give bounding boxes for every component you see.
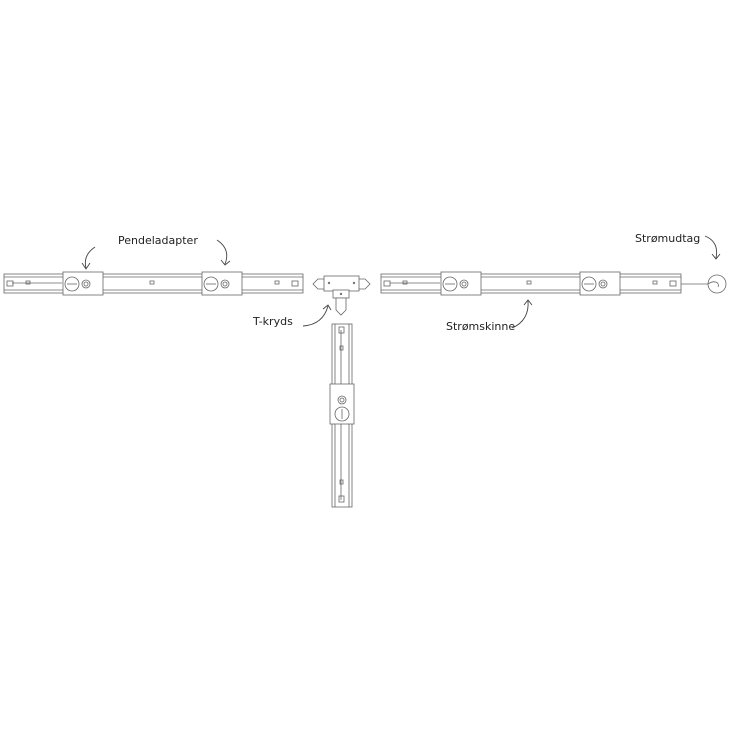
label-pendant-adapter: Pendeladapter <box>118 234 198 247</box>
pendant-adapter-vertical <box>329 383 355 425</box>
arrow-outlet <box>704 235 717 259</box>
label-power-outlet: Strømudtag <box>635 232 701 245</box>
left-track-rail <box>3 273 304 294</box>
t-connector <box>312 275 371 316</box>
label-track: Strømskinne <box>446 320 516 333</box>
annotation-arrows <box>81 235 721 329</box>
arrow-t-connector <box>302 305 329 327</box>
pendant-adapter-right-2 <box>579 271 621 296</box>
right-track-rail <box>380 273 682 294</box>
pendant-adapter-left-1 <box>62 271 104 296</box>
pendant-adapter-right-1 <box>440 271 482 296</box>
power-outlet <box>681 274 727 294</box>
arrow-track <box>511 300 529 329</box>
label-t-connector: T-kryds <box>253 315 293 328</box>
arrow-pendant-right <box>216 239 228 265</box>
pendant-adapter-left-2 <box>201 271 243 296</box>
arrow-pendant-left <box>84 246 96 269</box>
